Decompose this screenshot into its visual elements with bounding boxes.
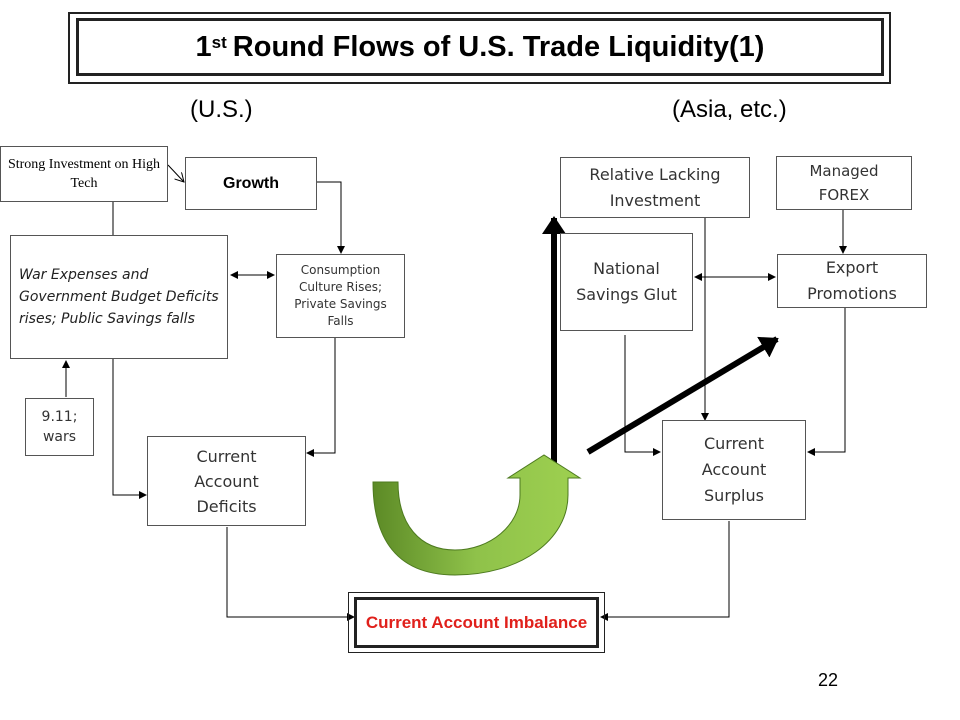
- current-account-surplus-label: Current Account Surplus: [701, 434, 767, 505]
- current-account-imbalance-box: Current Account Imbalance: [354, 597, 599, 648]
- title-text: Round Flows of U.S. Trade Liquidity(1): [232, 30, 765, 63]
- consumption-box: Consumption Culture Rises; Private Savin…: [276, 254, 405, 338]
- consumption-label: Consumption Culture Rises; Private Savin…: [294, 263, 387, 328]
- arrow-growth-to-consumption: [317, 181, 345, 254]
- relative-lacking-investment-label: Relative Lacking Investment: [589, 164, 721, 210]
- current-account-surplus-box: Current Account Surplus: [662, 420, 806, 520]
- export-promotions-box: Export Promotions: [777, 254, 927, 308]
- managed-forex-box: Managed FOREX: [776, 156, 912, 210]
- growth-label: Growth: [223, 174, 279, 192]
- big-diagonal-arrow: [586, 336, 779, 455]
- national-savings-glut-label: National Savings Glut: [576, 259, 677, 304]
- growth-box: Growth: [185, 157, 317, 210]
- wars-box: 9.11; wars: [25, 398, 94, 456]
- managed-forex-label: Managed FOREX: [809, 162, 879, 204]
- current-account-imbalance-label: Current Account Imbalance: [365, 612, 588, 632]
- wars-label: 9.11; wars: [41, 409, 78, 445]
- current-account-deficits-box: Current Account Deficits: [147, 436, 306, 526]
- national-savings-glut-box: National Savings Glut: [560, 233, 693, 331]
- current-account-deficits-label: Current Account Deficits: [194, 446, 259, 516]
- strong-investment-box: Strong Investment on High Tech: [0, 146, 168, 202]
- war-expenses-box: War Expenses and Government Budget Defic…: [10, 235, 228, 359]
- title-prefix: 1: [195, 30, 212, 63]
- export-promotions-label: Export Promotions: [807, 258, 897, 303]
- title-frame: [68, 12, 891, 84]
- curved-flow-arrow: [372, 454, 582, 576]
- arrow-export-to-surplus: [807, 308, 846, 456]
- arrow-deficits-to-imbalance: [226, 527, 355, 621]
- page-number: 22: [818, 670, 839, 690]
- imbalance-frame: [348, 592, 605, 653]
- title-superscript: st: [211, 33, 227, 52]
- war-expenses-label: War Expenses and Government Budget Defic…: [19, 267, 219, 327]
- arrow-savings-to-surplus: [624, 335, 661, 456]
- strong-investment-label: Strong Investment on High Tech: [7, 157, 161, 191]
- region-label-asia: (Asia, etc.): [672, 96, 787, 123]
- relative-lacking-investment-box: Relative Lacking Investment: [560, 157, 750, 218]
- arrow-surplus-to-imbalance: [600, 521, 730, 621]
- arrow-investment-to-growth: [167, 164, 184, 182]
- region-label-us: (U.S.): [190, 96, 253, 123]
- arrow-consumption-to-deficits: [306, 338, 336, 457]
